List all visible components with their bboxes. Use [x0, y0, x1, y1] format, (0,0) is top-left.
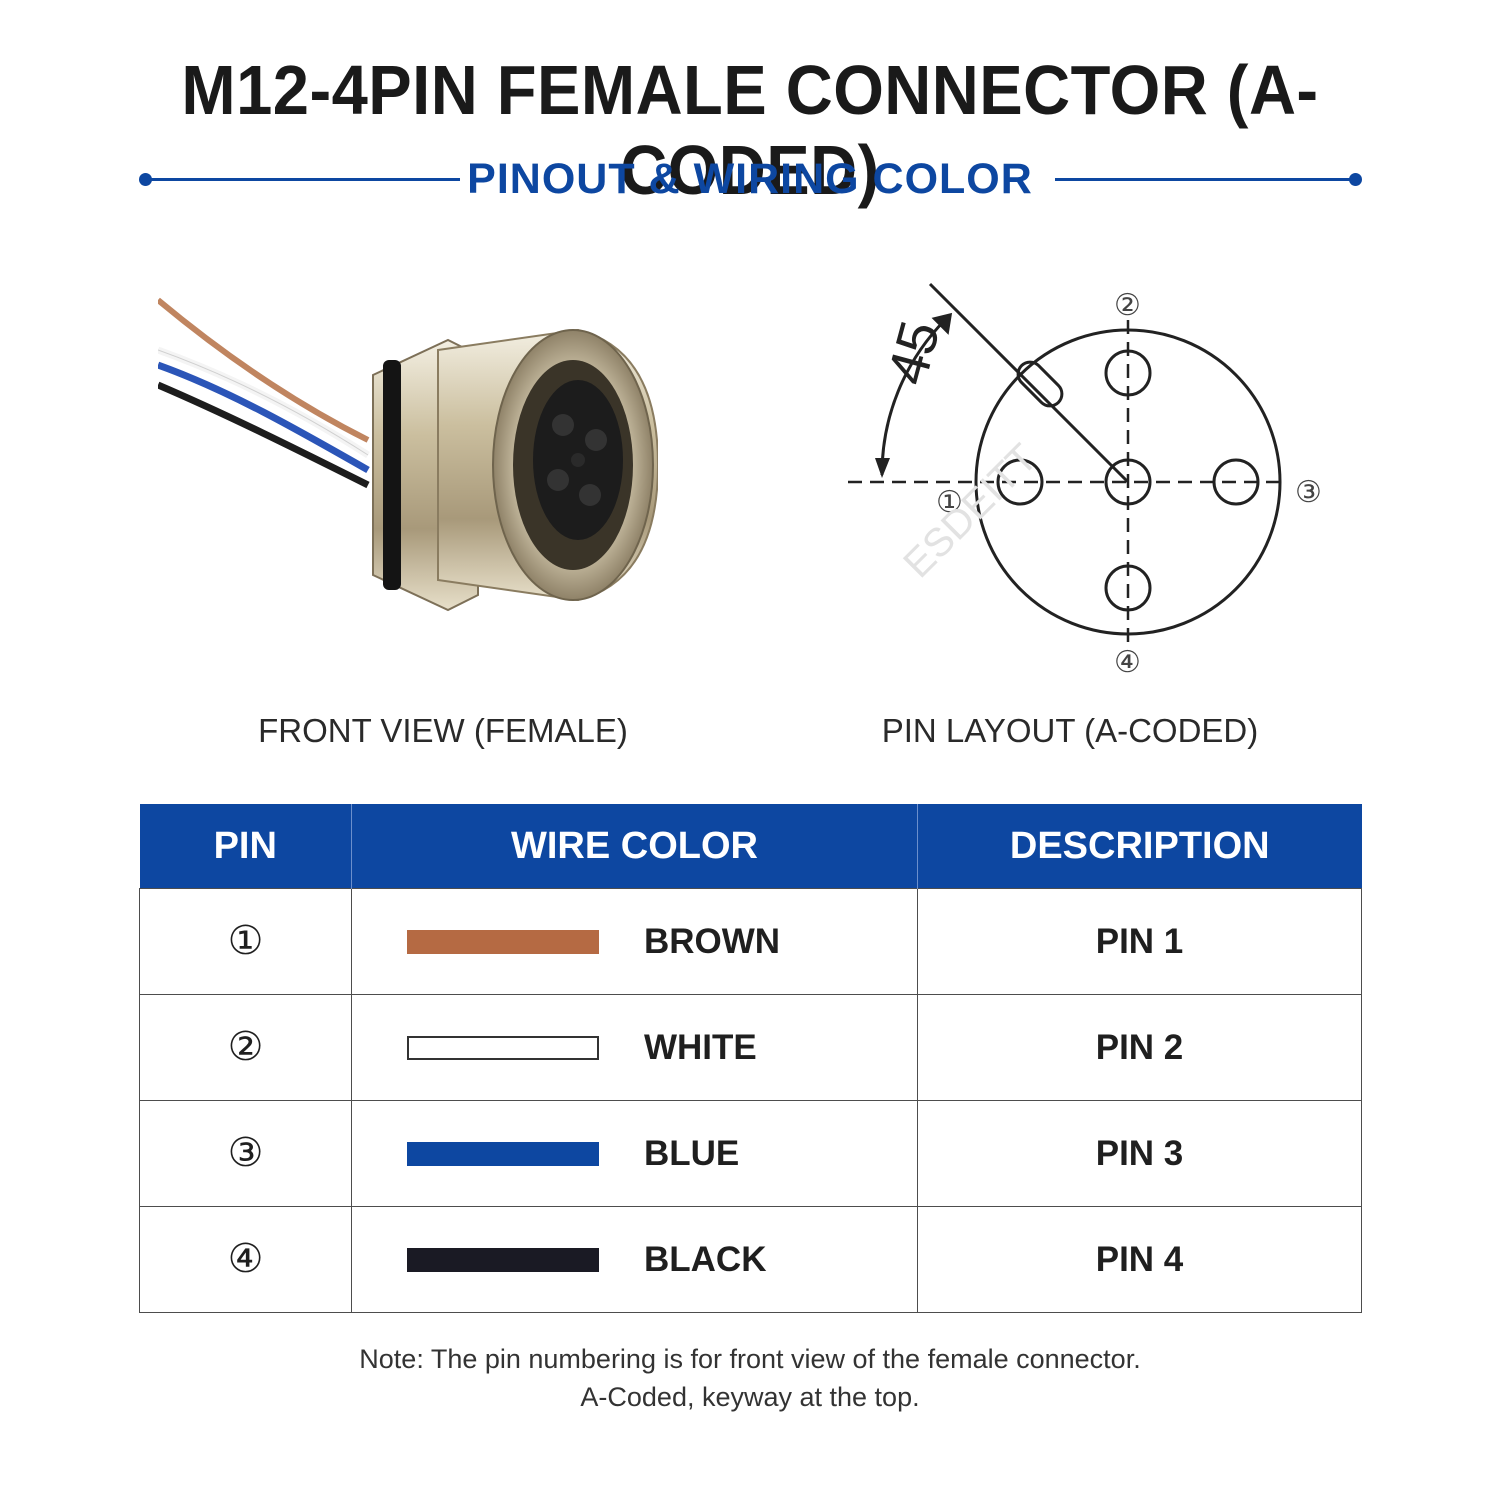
wiring-table: PIN WIRE COLOR DESCRIPTION ① BROWN PIN 1 ② W…	[139, 804, 1362, 1313]
footnote-line-1: Note: The pin numbering is for front vie…	[359, 1344, 1141, 1374]
divider-line-left	[145, 178, 460, 181]
divider-line-right	[1055, 178, 1355, 181]
footnote: Note: The pin numbering is for front vie…	[0, 1340, 1500, 1416]
pin-number: ②	[227, 1024, 264, 1070]
pin-number: ④	[227, 1236, 264, 1282]
pin-cell: ③	[139, 1100, 352, 1207]
page-title: M12-4PIN FEMALE CONNECTOR (A-CODED)	[181, 51, 1319, 209]
wire-color-swatch	[407, 1248, 599, 1272]
divider-dot-right	[1349, 173, 1362, 186]
pin-layout-diagram: 45 ② ① ③ ④ ESDEITT	[848, 282, 1322, 680]
wire-color-cell: BLACK	[351, 1206, 918, 1313]
pin-number: ①	[227, 918, 264, 964]
wire-color-cell: WHITE	[351, 994, 918, 1101]
pin-layout-caption: PIN LAYOUT (A-CODED)	[881, 712, 1259, 749]
pin-label-1: ①	[936, 485, 963, 520]
pin-label-2: ②	[1114, 288, 1141, 323]
wire-color-cell: BROWN	[351, 888, 918, 995]
description-cell: PIN 1	[917, 888, 1362, 995]
wire-color-name: BLUE	[644, 1134, 740, 1173]
front-view-caption: FRONT VIEW (FEMALE)	[258, 712, 628, 749]
header-wire-color: WIRE COLOR	[351, 804, 918, 889]
table-row: ④ BLACK PIN 4	[139, 1206, 1362, 1313]
pin-cell: ①	[139, 888, 352, 995]
wire-color-swatch	[407, 930, 599, 954]
wire-color-cell: BLUE	[351, 1100, 918, 1207]
footnote-line-2: A-Coded, keyway at the top.	[580, 1382, 920, 1412]
table-row: ② WHITE PIN 2	[139, 994, 1362, 1101]
watermark: ESDEITT	[895, 436, 1046, 587]
wire-color-name: WHITE	[644, 1028, 757, 1067]
pin-cell: ②	[139, 994, 352, 1101]
table-row: ① BROWN PIN 1	[139, 888, 1362, 995]
header-description: DESCRIPTION	[917, 804, 1362, 889]
pin-label-3: ③	[1295, 475, 1322, 510]
pin-number: ③	[227, 1130, 264, 1176]
wire-color-name: BLACK	[644, 1240, 767, 1279]
table-header-row: PIN WIRE COLOR DESCRIPTION	[139, 804, 1362, 889]
header-pin: PIN	[139, 804, 352, 889]
connector-front-view-image	[158, 297, 658, 612]
description-cell: PIN 4	[917, 1206, 1362, 1313]
pin-cell: ④	[139, 1206, 352, 1313]
page-subtitle: PINOUT & WIRING COLOR	[467, 155, 1033, 203]
description-cell: PIN 2	[917, 994, 1362, 1101]
description-cell: PIN 3	[917, 1100, 1362, 1207]
pin-label-4: ④	[1114, 645, 1141, 680]
table-row: ③ BLUE PIN 3	[139, 1100, 1362, 1207]
wire-color-name: BROWN	[644, 922, 781, 961]
wire-color-swatch	[407, 1036, 599, 1060]
wire-color-swatch	[407, 1142, 599, 1166]
